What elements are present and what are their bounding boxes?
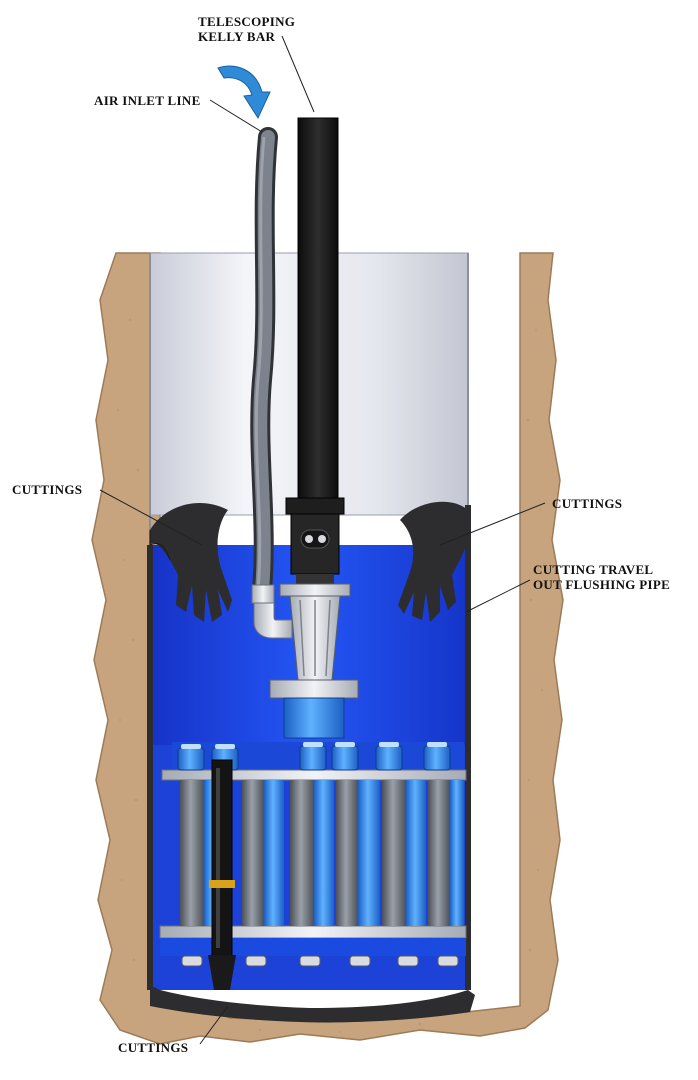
center-flushing-assembly (269, 583, 359, 739)
kelly-bar (285, 117, 345, 584)
soil (91, 252, 564, 1045)
leader-cutting-travel (465, 579, 531, 613)
leader-cuttings-right (439, 502, 546, 546)
leader-cuttings-left (99, 489, 203, 546)
bit-bottom-plate (159, 925, 467, 939)
cuttings-bottom-layer (150, 985, 475, 1023)
drill-bit (159, 742, 467, 990)
cuttings-left-plume (147, 502, 232, 990)
label-cuttings-bottom: CUTTINGS (118, 1040, 189, 1055)
cuttings-right-plume (398, 501, 471, 990)
label-cuttings-left: CUTTINGS (12, 482, 83, 497)
bit-top-plate (161, 769, 467, 781)
air-arrow (217, 65, 271, 120)
leader-kelly (281, 35, 315, 113)
label-telescoping-kelly-bar: TELESCOPING KELLY BAR (198, 14, 296, 44)
leader-air (209, 99, 263, 133)
label-cutting-travel: CUTTING TRAVEL OUT FLUSHING PIPE (533, 562, 671, 592)
label-air-inlet-line: AIR INLET LINE (94, 93, 201, 108)
soil-left (91, 252, 564, 1045)
bit-flushing-pipe (208, 759, 236, 990)
air-inlet-hose (250, 127, 293, 639)
kelly-coupling (300, 529, 330, 549)
leader-cuttings-bottom (199, 1005, 229, 1045)
leader-lines (99, 35, 546, 1045)
label-cuttings-right: CUTTINGS (552, 496, 623, 511)
